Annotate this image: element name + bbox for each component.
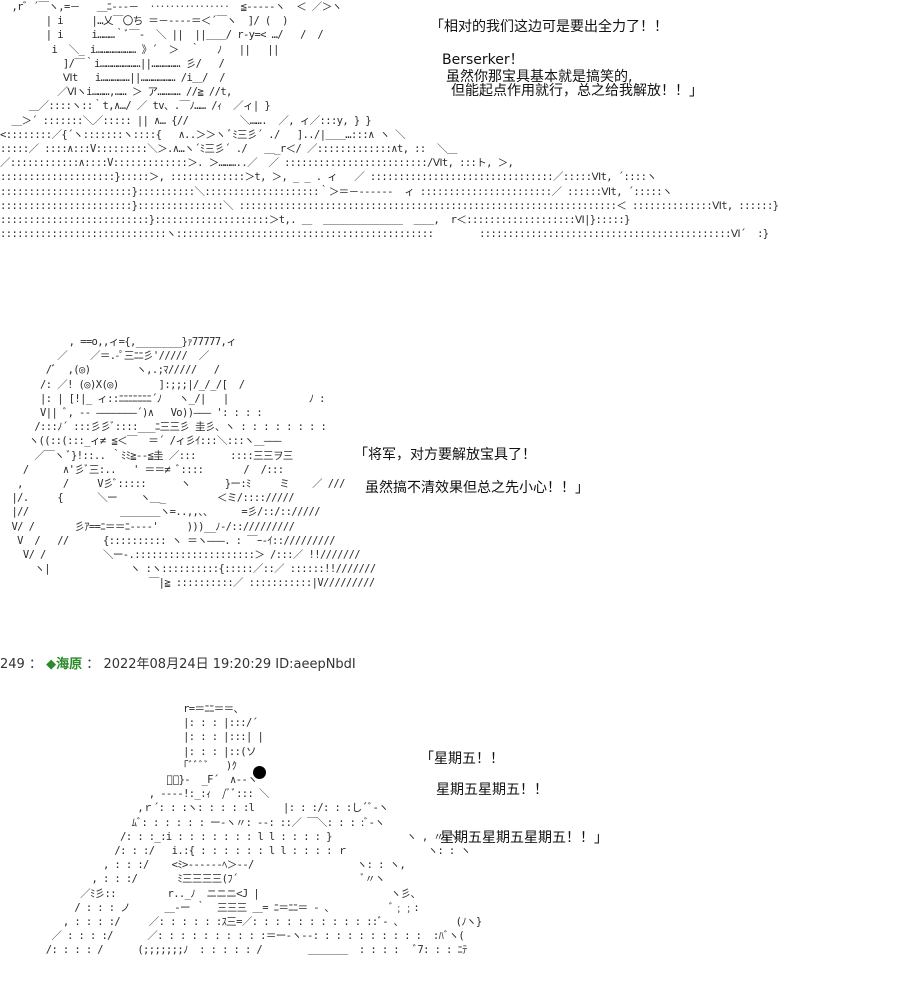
- speech-line-3-3: 星期五星期五星期五！！」: [440, 830, 608, 846]
- post-datetime-id: 2022年08月24日 19:20:29 ID:aeepNbdI: [103, 657, 356, 672]
- ascii-art-panel-2: , ==o,,ィ={,________}ｧ77777,ィ ／ ／＝.-ﾟ三ﾆﾆ彡…: [11, 336, 376, 590]
- ascii-art-panel-3: r=＝ﾆﾆ＝＝、 |: : : |:::/´ |: : : |:::| | |:…: [45, 703, 482, 957]
- speech-line-2-1: 「将军，对方要解放宝具了！: [354, 447, 536, 463]
- post-number: 249: [0, 657, 25, 672]
- black-dot-icon: [253, 766, 266, 779]
- speech-line-1-4: 但能起点作用就行，总之给我解放！！」: [451, 83, 703, 99]
- speech-line-3-2: 星期五星期五！！: [436, 782, 548, 798]
- speech-line-1-1: 「相对的我们这边可是要出全力了！！: [430, 19, 668, 35]
- poster-name[interactable]: 海原: [56, 657, 83, 672]
- diamond-icon: ◆: [46, 657, 57, 672]
- speech-line-1-2: Berserker！: [442, 52, 524, 68]
- speech-line-1-3: 虽然你那宝具基本就是搞笑的,: [446, 69, 633, 85]
- post-header: 249 ： ◆海原 ： 2022年08月24日 19:20:29 ID:aeep…: [0, 653, 356, 672]
- speech-line-2-2: 虽然搞不清效果但总之先小心！！」: [365, 480, 589, 496]
- ascii-art-panel-1: ,r゛´￣ヽ,=－ ＿ﾆ-‐‐－ ‥‥‥‥‥‥‥‥ ≦-‐‐‐‐ヽ ＜ ／＞ヽ …: [0, 1, 779, 241]
- post-separator: ：: [28, 657, 42, 672]
- speech-line-3-1: 「星期五！！: [420, 751, 504, 767]
- post-separator-2: ：: [86, 657, 100, 672]
